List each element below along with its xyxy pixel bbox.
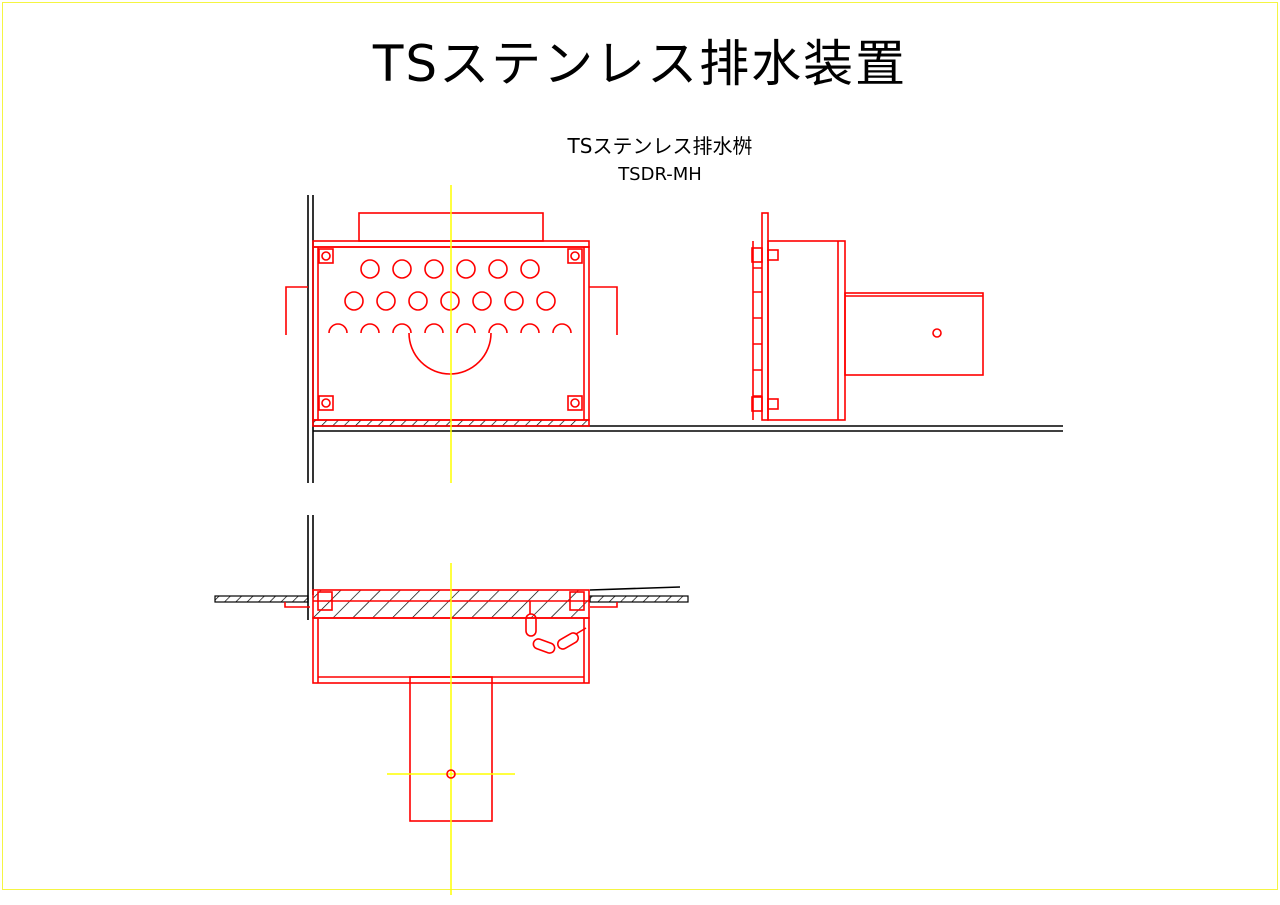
model-number: TSDR-MH <box>618 164 702 185</box>
front-view <box>285 185 1063 483</box>
drawing-title: TSステンレス排水装置 <box>372 35 908 93</box>
drain-holes <box>328 259 572 375</box>
product-name: TSステンレス排水桝 <box>567 134 753 158</box>
corner-bolts <box>318 248 583 411</box>
side-view <box>751 212 984 421</box>
chain-icon <box>525 601 587 654</box>
section-view <box>214 515 689 895</box>
drawing-border <box>2 2 1278 890</box>
